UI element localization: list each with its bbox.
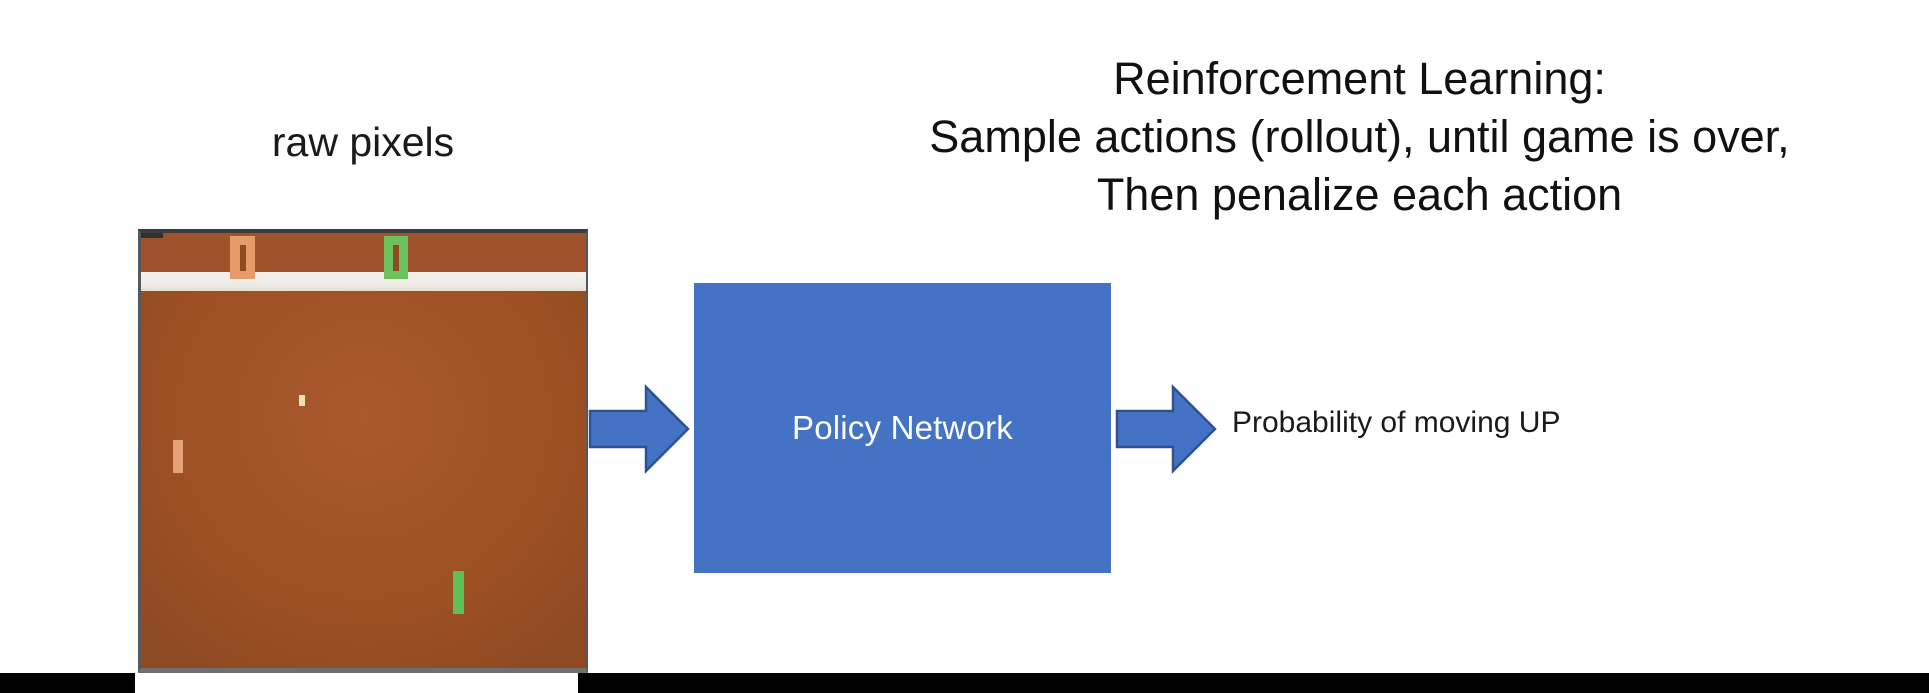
pong-scoreboard-band [141,233,586,272]
raw-pixels-caption: raw pixels [271,119,455,165]
policy-network-box[interactable]: Policy Network [694,283,1111,573]
digit-zero-hole [393,244,399,271]
letterbox-bar-right [578,673,1929,693]
output-caption: Probability of moving UP [1232,406,1561,439]
screen-corner-nub [141,233,163,238]
pong-court [141,233,586,668]
letterbox-bar-left [0,673,135,693]
agent-paddle [453,571,464,614]
left-player-score-digit [230,236,255,279]
right-player-score-digit [384,236,408,279]
opponent-paddle [173,440,183,473]
pong-ball [299,395,305,406]
heading-line-2: Sample actions (rollout), until game is … [929,111,1790,163]
pong-divider-line [141,272,586,291]
heading-line-1: Reinforcement Learning: [1113,53,1606,104]
heading-line-3: Then penalize each action [1096,169,1623,221]
slide-heading: Reinforcement Learning: Sample actions (… [790,50,1929,224]
arrow-right-out-of-network [1115,383,1217,475]
digit-zero-hole [239,244,246,271]
policy-network-label: Policy Network [791,409,1014,446]
arrow-right-into-network [588,383,690,475]
atari-pong-screen [138,229,588,673]
